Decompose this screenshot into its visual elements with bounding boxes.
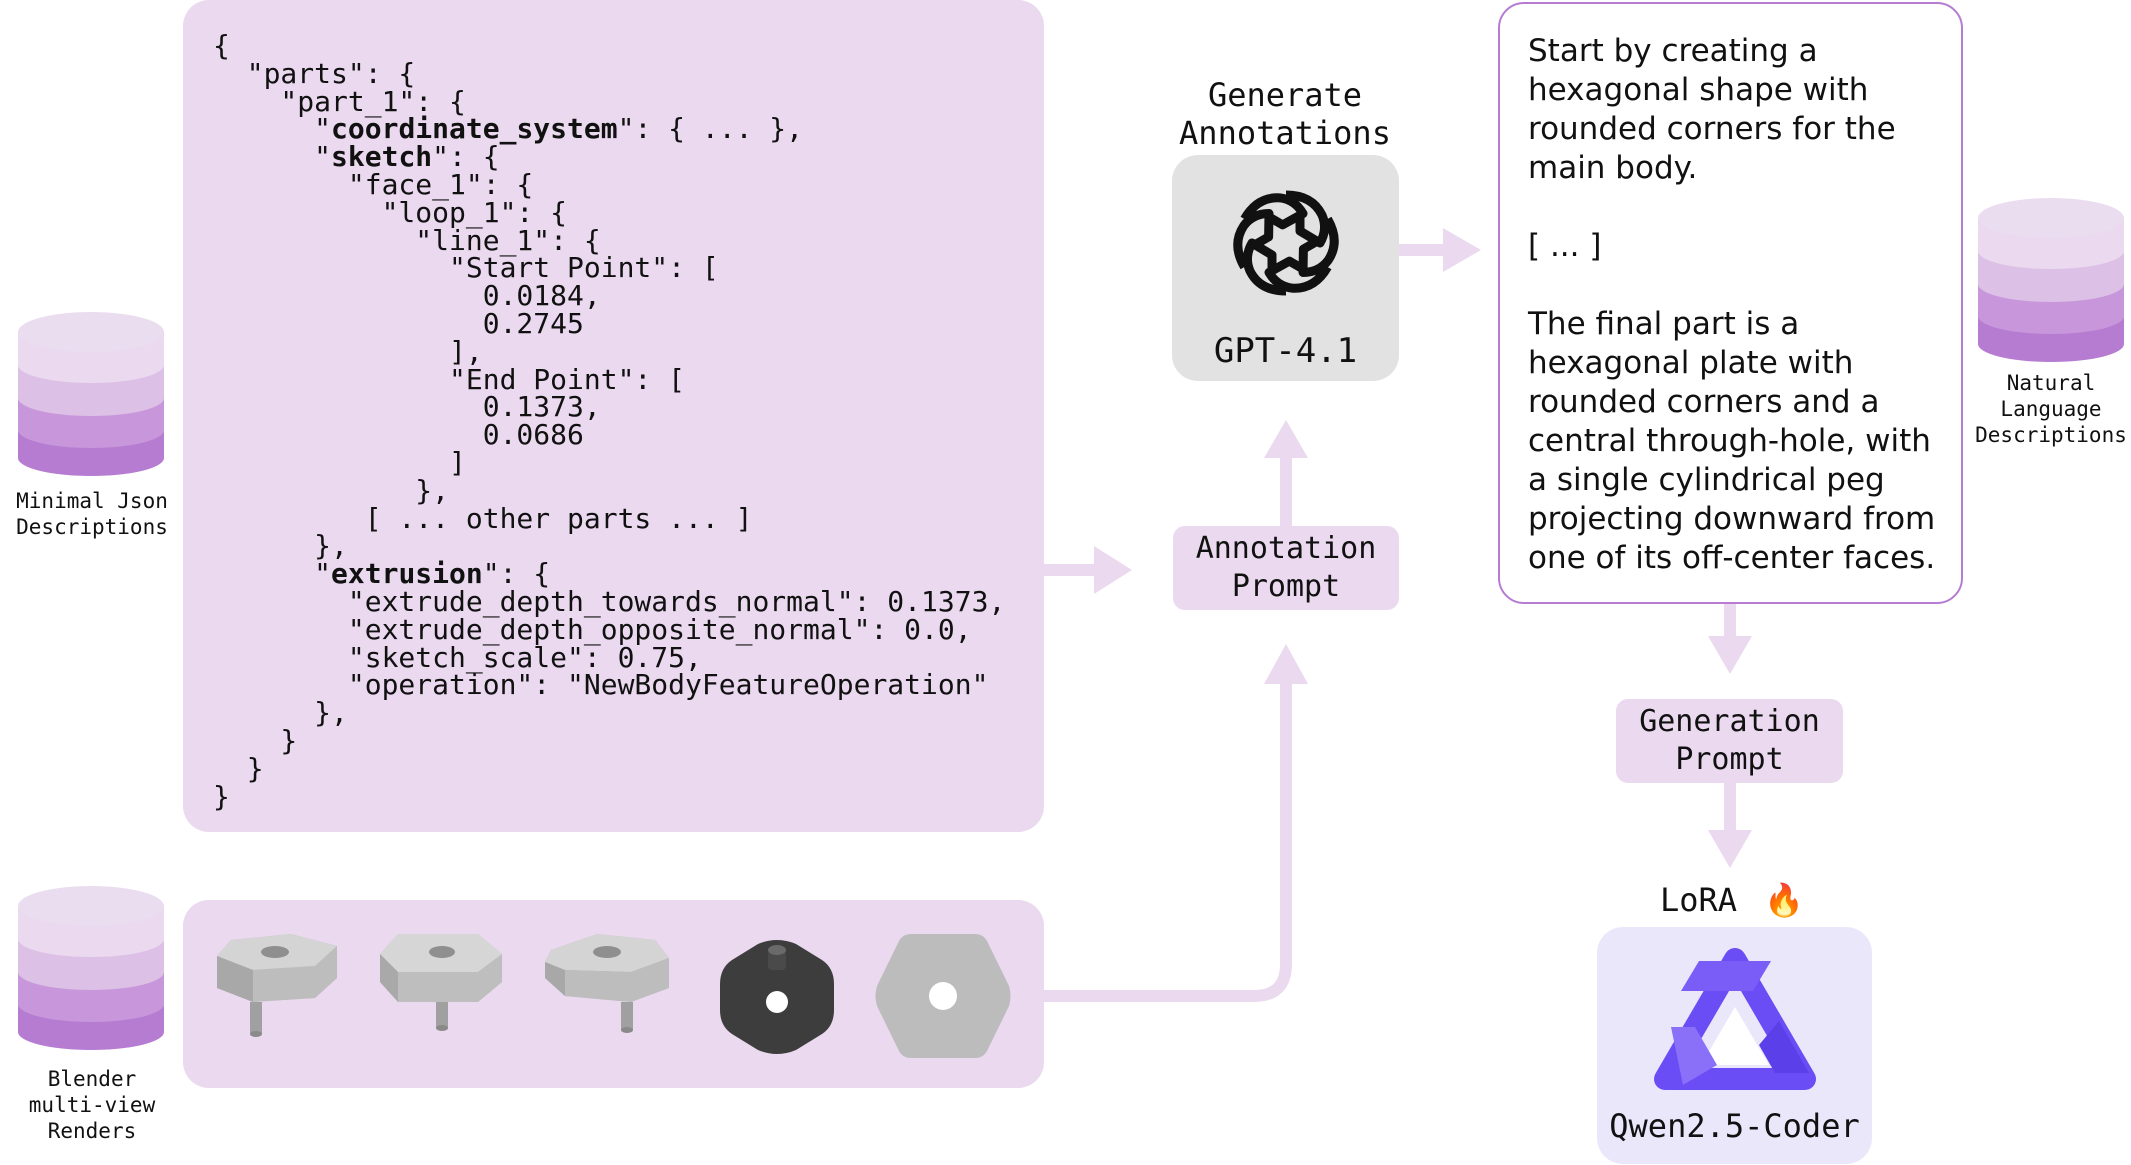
json-code-line: "loop_1": {	[213, 195, 568, 229]
json-code-line: }	[213, 751, 264, 785]
lora-label: LoRA 🔥	[1660, 880, 1804, 920]
json-code-line: "extrusion": {	[213, 557, 551, 591]
arrow-text-to-generation	[1708, 604, 1752, 674]
json-code-line: "extrude_depth_towards_normal": 0.1373,	[213, 584, 1006, 618]
render-iso-3	[545, 934, 669, 1033]
qwen-model-box: Qwen2.5-Coder	[1597, 927, 1872, 1164]
generate-annotations-heading: Generate Annotations	[1179, 76, 1391, 152]
gpt-model-box: GPT-4.1	[1172, 155, 1399, 381]
json-code-line: "coordinate_system": { ... },	[213, 112, 804, 146]
gpt-model-label: GPT-4.1	[1213, 331, 1358, 371]
render-iso-2	[380, 934, 502, 1031]
json-code-line: },	[213, 473, 450, 507]
render-top-dark	[720, 940, 834, 1054]
json-description-panel: { "parts": { "part_1": { "coordinate_sys…	[183, 0, 1044, 832]
json-code-line: "parts": {	[213, 56, 416, 90]
nl-database-icon	[1978, 198, 2124, 362]
renders-database-label: Blender multi-view Renders	[28, 1067, 156, 1143]
lora-text: LoRA	[1660, 881, 1738, 919]
json-code-line: 0.0184,	[213, 279, 601, 313]
json-code-line: "extrude_depth_opposite_normal": 0.0,	[213, 612, 972, 646]
openai-logo-icon	[1233, 190, 1339, 296]
json-code-line: "End Point": [	[213, 362, 686, 396]
json-code-line: 0.1373,	[213, 390, 601, 424]
json-code-line: },	[213, 529, 348, 563]
arrow-gpt-to-text	[1399, 228, 1481, 272]
json-code-line: "operation": "NewBodyFeatureOperation"	[213, 668, 989, 702]
json-code-line: "face_1": {	[213, 167, 534, 201]
json-code-line: }	[213, 779, 230, 813]
json-code-line: "Start Point": [	[213, 251, 719, 285]
annotation-prompt-box: Annotation Prompt	[1173, 526, 1399, 610]
description-paragraph-2: The final part is a hexagonal plate with…	[1528, 306, 1936, 576]
qwen-logo-icon	[1654, 948, 1816, 1090]
json-code-line: "sketch": {	[213, 140, 500, 174]
json-code-line: [ ... other parts ... ]	[213, 501, 753, 535]
renders-panel	[183, 900, 1044, 1088]
json-code-line: ]	[213, 445, 466, 479]
json-code-line: 0.2745	[213, 306, 584, 340]
renders-database-icon	[18, 886, 164, 1050]
nl-database-label: Natural Language Descriptions	[1975, 371, 2127, 447]
description-paragraph-1: Start by creating a hexagonal shape with…	[1528, 33, 1896, 186]
json-key-highlight: sketch	[331, 140, 433, 174]
json-code-line: "part_1": {	[213, 84, 466, 118]
arrow-json-to-prompt	[1044, 546, 1132, 594]
render-bottom-light	[875, 934, 1011, 1058]
description-ellipsis: [ ... ]	[1528, 228, 1602, 264]
arrow-generation-to-qwen	[1708, 780, 1752, 868]
json-code-line: }	[213, 723, 298, 757]
json-key-highlight: coordinate_system	[331, 112, 618, 146]
json-database-label: Minimal Json Descriptions	[16, 489, 168, 539]
render-iso-1	[217, 934, 337, 1037]
json-code-line: 0.0686	[213, 418, 584, 452]
fire-icon: 🔥	[1764, 881, 1805, 919]
generation-prompt-box: Generation Prompt	[1616, 699, 1843, 783]
qwen-model-label: Qwen2.5-Coder	[1609, 1107, 1860, 1145]
json-database-icon	[18, 312, 164, 476]
json-code-line: {	[213, 29, 230, 62]
arrow-prompt-to-gpt	[1264, 420, 1308, 528]
json-code-line: "sketch_scale": 0.75,	[213, 640, 702, 674]
json-code-block: { "parts": { "part_1": { "coordinate_sys…	[213, 29, 1006, 813]
json-code-line: "line_1": {	[213, 223, 601, 257]
json-code-line: },	[213, 696, 348, 730]
arrow-renders-to-prompt	[1044, 644, 1308, 1002]
json-code-line: ],	[213, 334, 483, 368]
natural-language-description-box: Start by creating a hexagonal shape with…	[1498, 2, 1963, 604]
json-key-highlight: extrusion	[331, 557, 483, 591]
